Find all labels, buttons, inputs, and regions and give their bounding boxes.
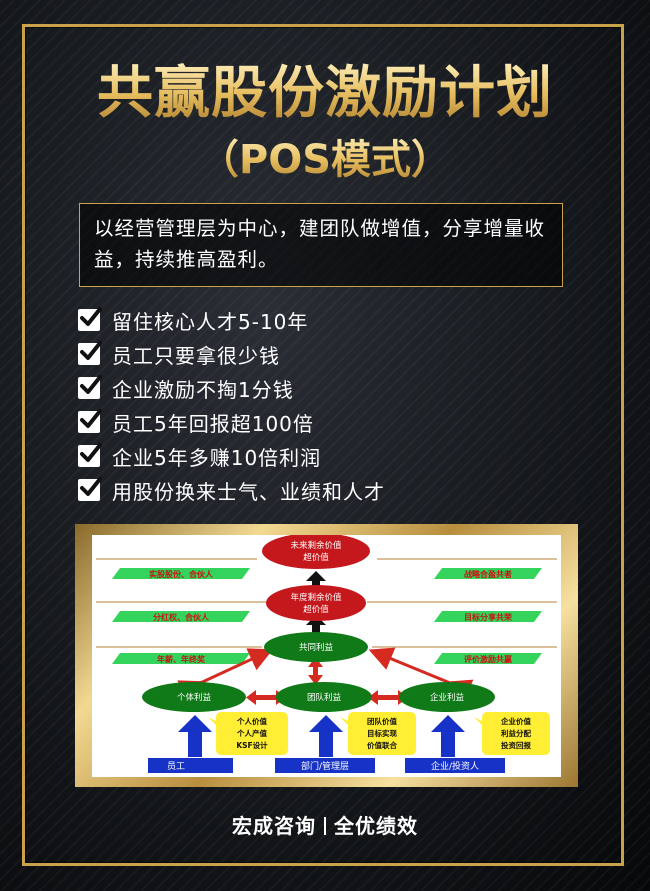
list-item: 企业激励不掏1分钱 <box>78 371 578 405</box>
list-item: 员工5年回报超100倍 <box>78 405 578 439</box>
checkbox-checked-icon <box>78 375 102 399</box>
bar-investor <box>405 758 505 773</box>
tag-shape <box>434 568 542 579</box>
list-item-text: 员工只要拿很少钱 <box>112 343 280 368</box>
checkbox-checked-icon <box>78 477 102 501</box>
note-enterprise-line3: 投资回报 <box>501 740 531 750</box>
node-future-line2: 超价值 <box>303 552 329 563</box>
footer-brand: 宏成咨询全优绩效 <box>0 810 650 839</box>
node-annual-line2: 超价值 <box>303 604 329 615</box>
list-item-text: 留住核心人才5-10年 <box>112 309 309 334</box>
bar-investor-label: 企业/投资人 <box>431 760 479 772</box>
arrow-shaft <box>313 663 318 678</box>
left-tag-3: 年薪、年终奖 <box>157 654 206 664</box>
up-arrow-icon <box>431 715 465 732</box>
node-team: 团队利益 <box>276 682 372 712</box>
note-team-line1: 团队价值 <box>367 716 397 726</box>
note-team-line2: 目标实现 <box>367 728 397 738</box>
node-individual-label: 个体利益 <box>177 692 212 703</box>
note-enterprise-line1: 企业价值 <box>500 716 531 726</box>
blue-up-arrows <box>178 715 465 757</box>
bar-department-label: 部门/管理层 <box>301 760 349 772</box>
arrow-shaft <box>441 731 455 757</box>
double-arrow-left <box>177 648 274 703</box>
node-annual: 年度剩余价值 超价值 <box>266 585 366 621</box>
up-arrow-icon <box>309 715 343 732</box>
page-title: 共赢股份激励计划 <box>0 58 650 130</box>
page-subtitle: （POS模式） <box>0 132 650 188</box>
tag-shape <box>434 611 542 622</box>
left-arrow-icon <box>368 690 378 705</box>
checkbox-checked-icon <box>78 341 102 365</box>
brand-slogan: 全优绩效 <box>334 814 418 838</box>
note-individual-line3: KSF设计 <box>236 740 268 750</box>
right-tag-3: 评价激励共赢 <box>464 654 512 664</box>
down-arrow-icon <box>308 675 323 685</box>
up-arrow-icon <box>178 715 212 732</box>
benefit-list: 留住核心人才5-10年 员工只要拿很少钱 企业激励不掏1分钱 员工5年回报超10… <box>78 303 578 507</box>
bar-employee <box>148 758 233 773</box>
note-enterprise-line2: 利益分配 <box>500 728 531 738</box>
diagram-gold-frame: 实股股份、合伙人 分红权、合伙人 年薪、年终奖 战略合盈共者 目标分享共荣 评价… <box>75 524 578 787</box>
note-individual-line1: 个人价值 <box>236 716 267 726</box>
list-item-text: 用股份换来士气、业绩和人才 <box>112 479 385 504</box>
node-annual-line1: 年度剩余价值 <box>290 592 342 603</box>
right-tag-1: 战略合盈共者 <box>464 569 512 579</box>
up-arrow-icon <box>306 571 326 581</box>
list-item-text: 企业激励不掏1分钱 <box>112 377 294 402</box>
bar-employee-label: 员工 <box>167 761 185 772</box>
arrow-shaft <box>254 695 278 700</box>
list-item: 留住核心人才5-10年 <box>78 303 578 337</box>
note-individual-line2: 个人产值 <box>236 728 267 738</box>
checkbox-checked-icon <box>78 409 102 433</box>
left-tag-1: 实股股份、合伙人 <box>149 569 214 579</box>
arrow-shaft <box>319 731 333 757</box>
diagram-canvas: 实股股份、合伙人 分红权、合伙人 年薪、年终奖 战略合盈共者 目标分享共荣 评价… <box>96 535 557 773</box>
note-enterprise: 企业价值 利益分配 投资回报 <box>474 712 550 755</box>
guide-lines <box>96 558 557 648</box>
arrow-shaft <box>188 731 202 757</box>
node-future-line1: 未来剩余价值 <box>290 540 342 551</box>
left-tag-2: 分红权、合伙人 <box>153 612 210 622</box>
note-team: 团队价值 目标实现 价值联合 <box>340 712 416 755</box>
node-team-label: 团队利益 <box>307 692 342 703</box>
intro-box: 以经营管理层为中心，建团队做增值，分享增量收益，持续推高盈利。 <box>79 203 563 287</box>
list-item-text: 企业5年多赚10倍利润 <box>112 445 322 470</box>
list-item: 用股份换来士气、业绩和人才 <box>78 473 578 507</box>
brand-name: 宏成咨询 <box>232 814 316 838</box>
node-common-label: 共同利益 <box>299 642 334 653</box>
bar-department <box>275 758 375 773</box>
node-enterprise: 企业利益 <box>399 682 495 712</box>
node-enterprise-label: 企业利益 <box>430 692 465 703</box>
right-tags: 战略合盈共者 目标分享共荣 评价激励共赢 <box>434 568 542 664</box>
left-tags: 实股股份、合伙人 分红权、合伙人 年薪、年终奖 <box>112 568 250 664</box>
arrow-shaft <box>376 695 400 700</box>
incentive-diagram: 实股股份、合伙人 分红权、合伙人 年薪、年终奖 战略合盈共者 目标分享共荣 评价… <box>92 535 561 777</box>
list-item: 员工只要拿很少钱 <box>78 337 578 371</box>
tag-shape <box>112 568 250 579</box>
node-individual: 个体利益 <box>142 682 246 712</box>
bottom-bars: 员工 部门/管理层 企业/投资人 <box>148 758 505 773</box>
node-future: 未来剩余价值 超价值 <box>262 535 370 569</box>
gold-frame <box>22 24 624 866</box>
red-arrows <box>177 647 474 703</box>
checkbox-checked-icon <box>78 307 102 331</box>
tag-shape <box>112 611 250 622</box>
intro-text: 以经营管理层为中心，建团队做增值，分享增量收益，持续推高盈利。 <box>94 217 546 271</box>
up-arrow-icon <box>308 657 323 667</box>
checkbox-checked-icon <box>78 443 102 467</box>
list-item-text: 员工5年回报超100倍 <box>112 411 314 436</box>
footer-divider <box>324 817 326 835</box>
double-arrow-right <box>368 647 474 702</box>
left-arrow-icon <box>246 690 256 705</box>
note-individual: 个人价值 个人产值 KSF设计 <box>208 712 288 755</box>
right-tag-2: 目标分享共荣 <box>464 612 512 622</box>
node-common: 共同利益 <box>264 632 368 662</box>
list-item: 企业5年多赚10倍利润 <box>78 439 578 473</box>
note-team-line3: 价值联合 <box>367 740 397 750</box>
